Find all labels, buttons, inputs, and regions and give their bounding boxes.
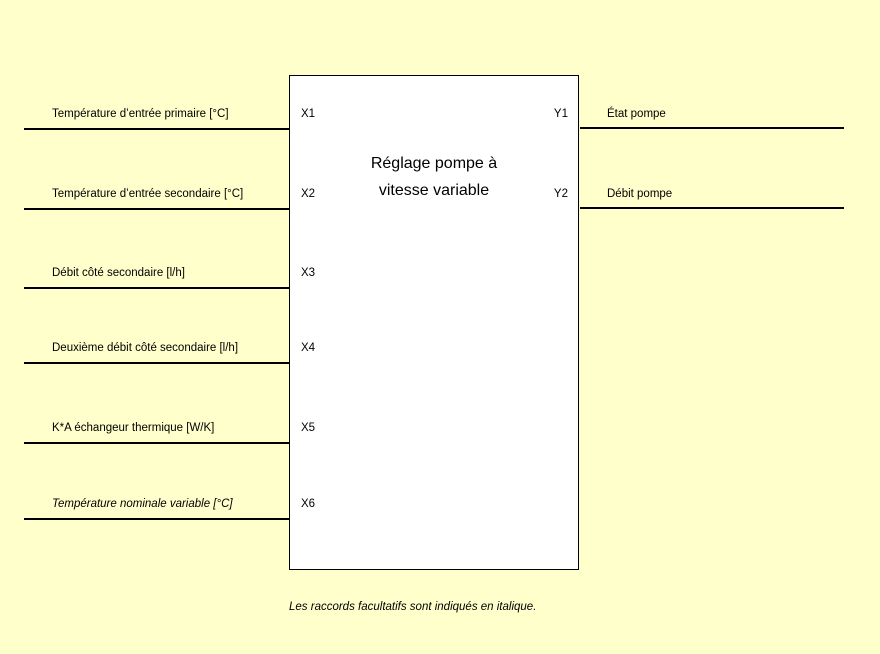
input-connector-line: [24, 442, 289, 444]
input-label: Température d’entrée primaire [°C]: [52, 108, 229, 120]
input-port: X5: [301, 422, 316, 434]
block-title: Réglage pompe à vitesse variable: [290, 150, 578, 204]
input-label: Température nominale variable [°C]: [52, 498, 233, 510]
output-connector-line: [580, 207, 844, 209]
output-connector-line: [580, 127, 844, 129]
block-title-line2: vitesse variable: [378, 182, 490, 199]
input-connector-line: [24, 287, 289, 289]
input-label: Deuxième débit côté secondaire [l/h]: [52, 342, 239, 354]
input-port: X6: [301, 498, 316, 510]
input-connector-line: [24, 208, 289, 210]
input-connector-line: [24, 362, 289, 364]
input-label: K*A échangeur thermique [W/K]: [52, 422, 215, 434]
output-port: Y2: [553, 188, 568, 200]
footnote: Les raccords facultatifs sont indiqués e…: [289, 601, 537, 613]
output-port: Y1: [553, 108, 568, 120]
input-connector-line: [24, 518, 289, 520]
input-connector-line: [24, 128, 289, 130]
input-port: X2: [301, 188, 316, 200]
output-label: Débit pompe: [607, 188, 673, 200]
output-label: État pompe: [607, 108, 666, 120]
input-label: Débit côté secondaire [l/h]: [52, 267, 185, 279]
input-port: X3: [301, 267, 316, 279]
function-block: Réglage pompe à vitesse variable: [289, 75, 579, 570]
input-label: Température d’entrée secondaire [°C]: [52, 188, 244, 200]
input-port: X4: [301, 342, 316, 354]
input-port: X1: [301, 108, 316, 120]
block-title-line1: Réglage pompe à: [370, 155, 498, 172]
